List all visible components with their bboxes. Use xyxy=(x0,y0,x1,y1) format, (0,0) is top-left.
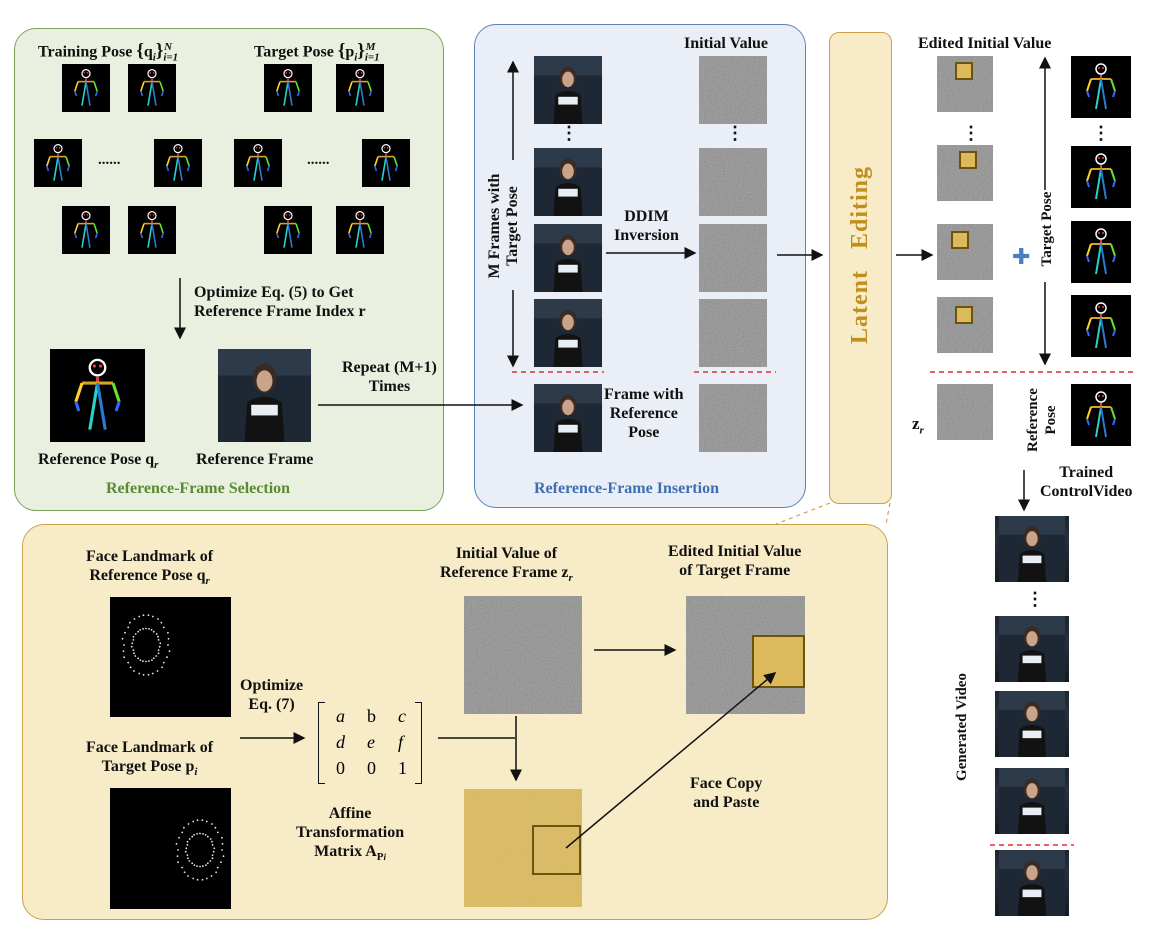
ellipsis-training: ...... xyxy=(98,152,121,168)
matrix-cell: f xyxy=(398,732,404,752)
training-pose-label: Training Pose {qi}i=1N xyxy=(38,40,179,64)
insertion-frame-thumb xyxy=(534,224,602,292)
edited-initial-target-label: Edited Initial Value of Target Frame xyxy=(668,543,802,579)
matrix-cell: 0 xyxy=(336,758,345,778)
matrix-cell: d xyxy=(336,732,345,752)
affine-transformed-image xyxy=(464,789,582,907)
initial-value-ref-label: Initial Value of Reference Frame zr xyxy=(440,545,573,585)
insertion-noise-thumb xyxy=(699,224,767,292)
vdots-edited: ⋮ xyxy=(962,123,980,143)
training-pose-thumb xyxy=(62,206,110,254)
target-pose-thumb xyxy=(264,64,312,112)
matrix-left-bracket xyxy=(318,702,325,784)
right-pose-thumb xyxy=(1071,295,1131,357)
pasted-face-region xyxy=(752,635,805,688)
training-pose-thumb xyxy=(154,139,202,187)
insertion-noise-thumb xyxy=(699,56,767,124)
vdots-right-poses: ⋮ xyxy=(1092,123,1110,143)
face-landmark-target-label: Face Landmark of Target Pose pi xyxy=(86,739,214,779)
target-pose-thumb xyxy=(234,139,282,187)
generated-frame-thumb xyxy=(995,616,1069,682)
edited-face-patch xyxy=(955,62,973,80)
edited-face-patch xyxy=(951,231,969,249)
reference-pose-vertical-label: Reference Pose xyxy=(1025,388,1059,452)
edited-initial-value-label: Edited Initial Value xyxy=(918,35,1052,52)
initial-value-ref-image xyxy=(464,596,582,714)
optimize-eq7-label: Optimize Eq. (7) xyxy=(240,677,304,713)
right-pose-thumb xyxy=(1071,221,1131,283)
training-pose-thumb xyxy=(128,64,176,112)
target-pose-thumb xyxy=(362,139,410,187)
training-pose-thumb xyxy=(62,64,110,112)
latent-editing-label: Latent Editing xyxy=(847,165,873,345)
face-landmark-ref-image xyxy=(110,597,231,717)
insertion-noise-thumb xyxy=(699,148,767,216)
insertion-frame-thumb xyxy=(534,299,602,367)
right-pose-thumb xyxy=(1071,146,1131,208)
training-pose-thumb xyxy=(34,139,82,187)
dash-connector-right xyxy=(885,502,891,525)
edited-face-patch xyxy=(955,306,973,324)
insertion-noise-thumb xyxy=(699,299,767,367)
frame-with-reference-pose-label: Frame with Reference Pose xyxy=(604,386,684,441)
matrix-cell: b xyxy=(367,706,376,726)
matrix-cell: 0 xyxy=(367,758,376,778)
generated-frame-thumb xyxy=(995,850,1069,916)
m-frames-label: M Frames with Target Pose xyxy=(486,173,521,279)
edited-noise-thumb xyxy=(937,384,993,440)
matrix-cell: a xyxy=(336,706,345,726)
selection-caption: Reference-Frame Selection xyxy=(106,480,291,497)
training-pose-thumb xyxy=(128,206,176,254)
face-region-box xyxy=(532,825,581,875)
vdots-frames: ⋮ xyxy=(560,123,578,143)
optimize-eq5-label: Optimize Eq. (5) to Get Reference Frame … xyxy=(194,284,366,320)
affine-matrix: a b c d e f 0 0 1 xyxy=(318,702,422,784)
insertion-caption: Reference-Frame Insertion xyxy=(534,480,719,497)
edited-noise-thumb xyxy=(937,297,993,353)
target-pose-thumb xyxy=(264,206,312,254)
ddim-inversion-label: DDIM Inversion xyxy=(614,208,679,244)
target-pose-label: Target Pose {pi}i=1M xyxy=(254,40,380,64)
right-pose-thumb xyxy=(1071,384,1131,446)
initial-value-label: Initial Value xyxy=(684,35,769,52)
matrix-cell: e xyxy=(367,732,375,752)
plus-icon: ✚ xyxy=(1012,244,1031,269)
face-landmark-target-image xyxy=(110,788,231,909)
matrix-cell: c xyxy=(398,706,406,726)
latent-editing-panel xyxy=(829,32,892,504)
target-pose-thumb xyxy=(336,206,384,254)
edited-noise-thumb xyxy=(937,145,993,201)
right-pose-thumb xyxy=(1071,56,1131,118)
matrix-cell: 1 xyxy=(398,758,407,778)
insertion-frame-thumb xyxy=(534,56,602,124)
target-pose-vertical-label: Target Pose xyxy=(1039,191,1055,267)
insertion-noise-thumb xyxy=(699,384,767,452)
insertion-frame-thumb xyxy=(534,148,602,216)
matrix-right-bracket xyxy=(415,702,422,784)
zr-label: zr xyxy=(912,414,924,437)
generated-frame-thumb xyxy=(995,691,1069,757)
reference-frame-label: Reference Frame xyxy=(196,451,314,468)
generated-video-label: Generated Video xyxy=(954,673,970,781)
generated-frame-thumb xyxy=(995,516,1069,582)
trained-controlvideo-label: Trained ControlVideo xyxy=(1040,464,1133,500)
target-pose-thumb xyxy=(336,64,384,112)
reference-pose-image xyxy=(50,349,145,442)
face-landmark-ref-label: Face Landmark of Reference Pose qr xyxy=(86,548,214,588)
face-copy-paste-label: Face Copy and Paste xyxy=(690,775,763,811)
vdots-noise: ⋮ xyxy=(726,123,744,143)
generated-frame-thumb xyxy=(995,768,1069,834)
edited-face-patch xyxy=(959,151,977,169)
ellipsis-target: ...... xyxy=(307,152,330,168)
insertion-frame-thumb xyxy=(534,384,602,452)
reference-frame-image xyxy=(218,349,311,442)
vdots-generated: ⋮ xyxy=(1026,589,1044,609)
repeat-label: Repeat (M+1) Times xyxy=(342,359,437,395)
affine-matrix-label: Affine Transformation Matrix APi xyxy=(296,805,405,864)
reference-pose-label: Reference Pose qr xyxy=(38,451,159,472)
